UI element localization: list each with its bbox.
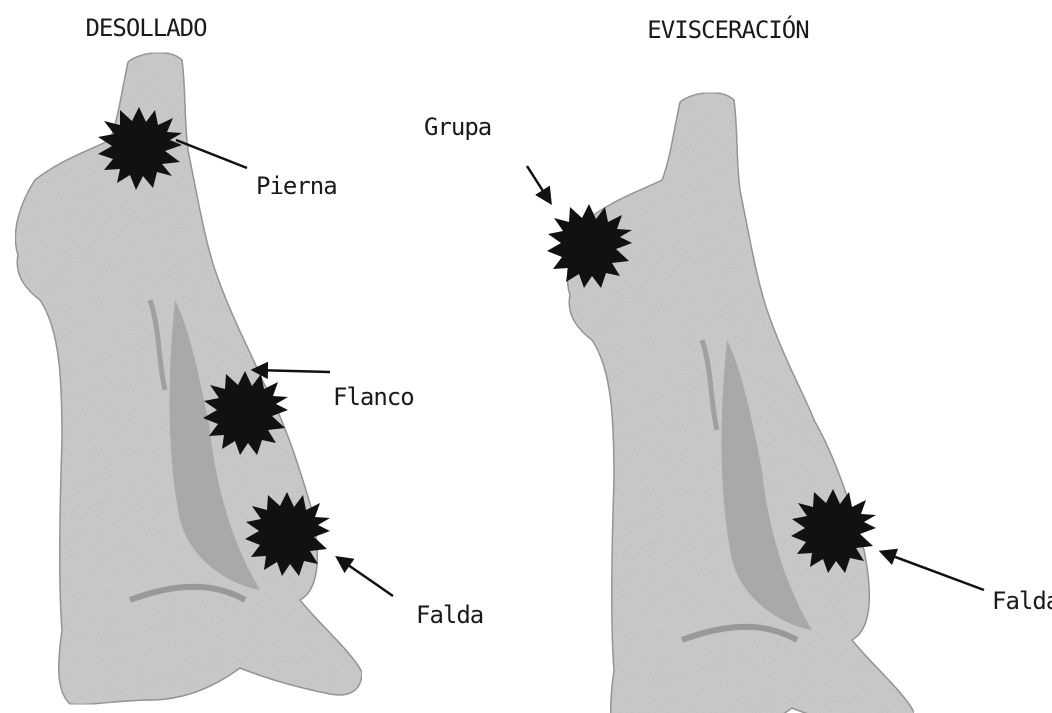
carcass-image [567,93,914,713]
label-falda: Falda [992,587,1052,615]
pointer-arrow [527,166,550,202]
pointer-arrow [338,558,393,596]
panel-title: DESOLLADO [85,14,207,42]
label-falda: Falda [416,601,483,629]
label-pierna: Pierna [256,172,337,200]
panel-evisceracion: EVISCERACIÓN Grupa Falda [424,14,1052,713]
panel-title: EVISCERACIÓN [647,14,808,44]
label-flanco: Flanco [333,383,414,411]
pointer-arrow [254,370,330,372]
pointer-arrow [882,552,984,590]
carcass-image [15,53,362,705]
defect-marker [547,204,632,288]
label-grupa: Grupa [424,113,491,141]
panel-desollado: DESOLLADO Pierna Flanco Falda [15,14,483,704]
